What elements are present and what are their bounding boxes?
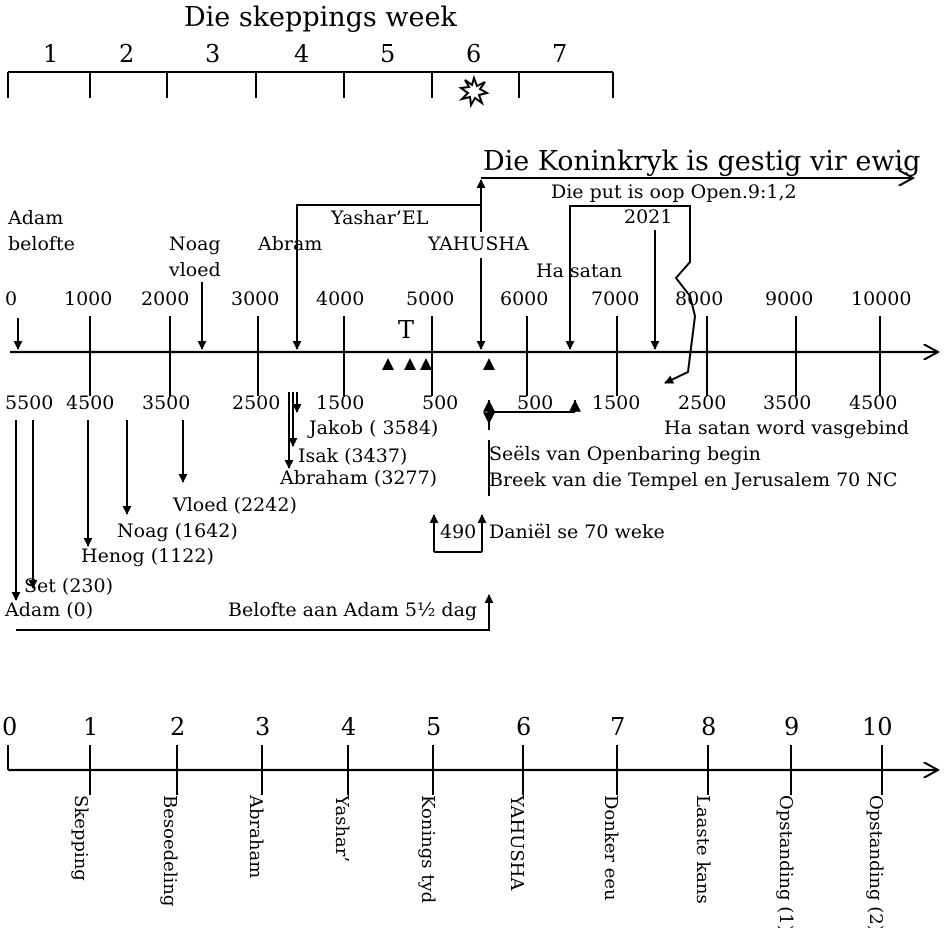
age-number: 0 <box>2 713 17 741</box>
temple-markers <box>382 358 495 370</box>
seals-label: Seëls van Openbaring begin <box>489 443 761 465</box>
year-label: 7000 <box>591 288 639 310</box>
henog-label: Henog (1122) <box>81 545 214 567</box>
jakob-label: Jakob ( 3584) <box>307 417 438 439</box>
year-label: 1000 <box>64 288 112 310</box>
year-label: 500 <box>422 392 458 414</box>
adam-label: Adam (0) <box>4 599 93 621</box>
years-top-row: 0 1000 2000 3000 4000 5000 6000 7000 800… <box>5 288 911 310</box>
year-label: 1500 <box>592 392 640 414</box>
day-number: 7 <box>552 40 567 68</box>
age-label: Laaste kans <box>692 795 713 904</box>
age-label: Konings tyd <box>417 795 438 903</box>
ages-ticks <box>7 745 883 795</box>
year-label: 5500 <box>5 392 53 414</box>
year-label: 4500 <box>849 392 897 414</box>
age-label: YAHUSHA <box>506 794 527 891</box>
set-label: Set (230) <box>24 575 113 597</box>
year-label: 3000 <box>231 288 279 310</box>
age-label: Yashar’ <box>331 794 352 862</box>
noag-vloed-label: Noag <box>169 233 221 255</box>
age-number: 7 <box>610 713 625 741</box>
day-number: 4 <box>294 40 309 68</box>
vloed-label: Vloed (2242) <box>172 494 297 516</box>
pit-open-bracket <box>569 205 668 349</box>
year-label: 1500 <box>316 392 364 414</box>
belofte-label: Belofte aan Adam 5½ dag <box>228 599 477 621</box>
age-label: Skepping <box>70 795 91 881</box>
noag-vloed-label-2: vloed <box>168 259 221 281</box>
yashar-el-label: Yashar’EL <box>330 207 429 229</box>
day-number: 1 <box>43 40 58 68</box>
age-number: 10 <box>862 713 893 741</box>
age-number: 8 <box>701 713 716 741</box>
ha-satan-label: Ha satan <box>536 260 622 282</box>
year-label: 6000 <box>500 288 548 310</box>
abraham-label: Abraham (3277) <box>279 467 437 489</box>
year-label: 2500 <box>678 392 726 414</box>
day-number: 5 <box>380 40 395 68</box>
year-label: 8000 <box>675 288 723 310</box>
abram-label: Abram <box>257 233 322 255</box>
age-number: 5 <box>426 713 441 741</box>
age-label: Opstanding (2) <box>865 795 886 928</box>
daniel-label: Daniël se 70 weke <box>489 521 665 543</box>
year-label: 10000 <box>851 288 911 310</box>
yahusha-label: YAHUSHA <box>427 233 529 255</box>
satan-bound-path <box>664 205 697 384</box>
age-label: Besoedeling <box>159 795 180 906</box>
yashar-el-bracket <box>296 204 481 262</box>
day-number: 3 <box>205 40 220 68</box>
age-number: 2 <box>170 713 185 741</box>
age-number: 3 <box>255 713 270 741</box>
ages-labels: Skepping Besoedeling Abraham Yashar’ Kon… <box>70 794 886 928</box>
year-label: 4500 <box>66 392 114 414</box>
day-number: 2 <box>119 40 134 68</box>
creation-week-bar <box>7 71 614 98</box>
noag-label: Noag (1642) <box>117 520 238 542</box>
year-label: 4000 <box>316 288 364 310</box>
age-number: 1 <box>83 713 98 741</box>
adam-belofte-label: Adam <box>7 207 63 229</box>
year-label: 500 <box>517 392 553 414</box>
year-label: 2000 <box>141 288 189 310</box>
day-number: 6 <box>466 40 481 68</box>
year-label: 5000 <box>406 288 454 310</box>
creation-week-title: Die skeppings week <box>184 2 457 33</box>
temple-marker-label: T <box>398 316 414 344</box>
age-label: Opstanding (1) <box>775 795 796 928</box>
year-ticks <box>89 316 881 396</box>
year-label: 9000 <box>765 288 813 310</box>
age-label: Abraham <box>245 794 266 878</box>
ancestry-labels: Jakob ( 3584) Isak (3437) Abraham (3277)… <box>4 417 477 621</box>
year-2021-label: 2021 <box>624 206 672 228</box>
right-event-labels: Ha satan word vasgebind Seëls van Openba… <box>440 417 909 543</box>
year-label: 3500 <box>763 392 811 414</box>
pit-open-label: Die put is oop Open.9:1,2 <box>551 181 797 203</box>
year-label: 2500 <box>232 392 280 414</box>
isak-label: Isak (3437) <box>298 445 407 467</box>
ages-numbers: 0 1 2 3 4 5 6 7 8 9 10 <box>2 713 893 741</box>
starburst-icon <box>458 74 490 109</box>
adam-belofte-label-2: belofte <box>8 233 75 255</box>
age-number: 4 <box>341 713 356 741</box>
adam-promise-line <box>16 594 494 631</box>
age-number: 9 <box>784 713 799 741</box>
temple-break-label: Breek van die Tempel en Jerusalem 70 NC <box>489 469 897 491</box>
week-day-numbers: 1 2 3 4 5 6 7 <box>43 40 567 68</box>
satan-bound-label: Ha satan word vasgebind <box>664 417 909 439</box>
age-label: Donker eeu <box>600 795 621 901</box>
daniel-number: 490 <box>440 521 476 543</box>
year-label: 3500 <box>142 392 190 414</box>
year-label: 0 <box>5 288 17 310</box>
age-number: 6 <box>516 713 531 741</box>
kingdom-title: Die Koninkryk is gestig vir ewig <box>483 146 920 177</box>
years-bottom-row: 5500 4500 3500 2500 1500 500 500 1500 25… <box>5 392 897 414</box>
